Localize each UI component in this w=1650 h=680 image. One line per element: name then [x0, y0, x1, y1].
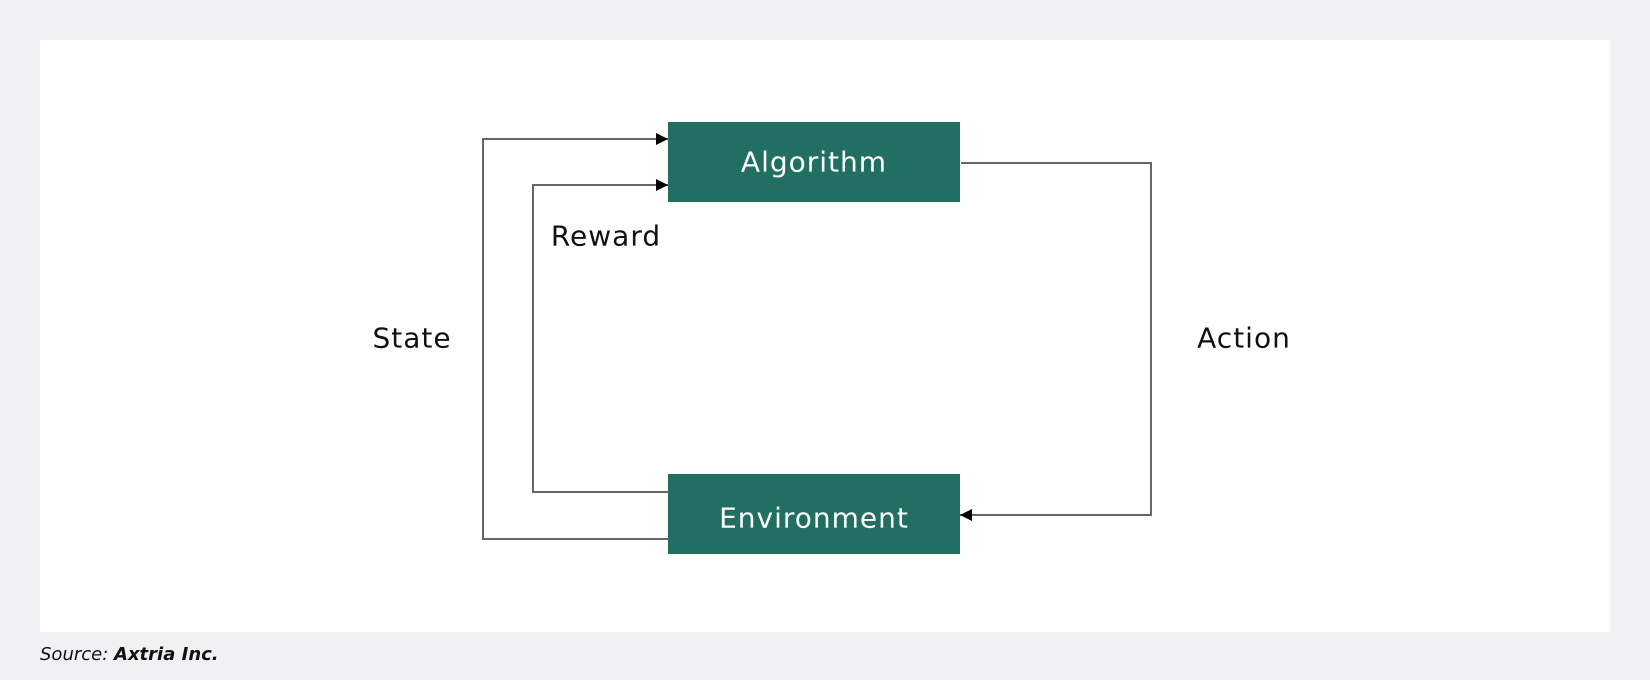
source-value: Axtria Inc. — [114, 644, 219, 665]
action-label: Action — [1197, 322, 1291, 355]
algorithm-node-label: Algorithm — [741, 146, 887, 179]
state-label: State — [372, 322, 451, 355]
environment-node-label: Environment — [719, 502, 909, 535]
source-caption: Source: Axtria Inc. — [40, 644, 219, 665]
source-label: Source — [40, 644, 103, 665]
reward-edge — [532, 179, 668, 493]
reward-label: Reward — [551, 220, 661, 253]
algorithm-node — [668, 122, 960, 202]
action-edge — [960, 162, 1152, 521]
environment-node — [668, 474, 960, 554]
state-edge — [482, 133, 668, 540]
